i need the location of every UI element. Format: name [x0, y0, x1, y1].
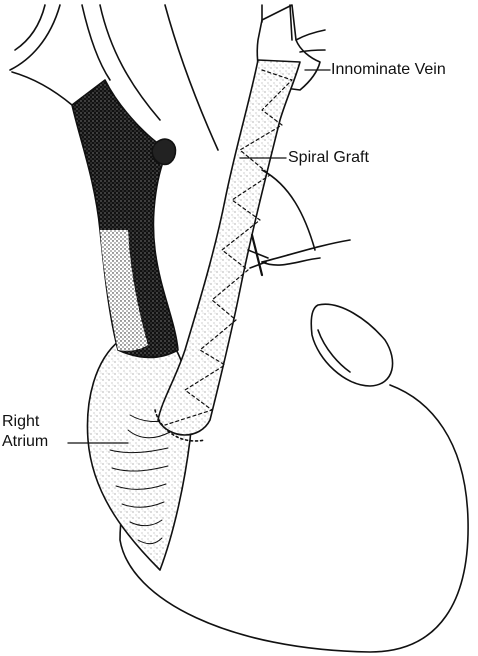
pulmonary-stump — [310, 303, 394, 387]
spiral-graft-tube — [157, 59, 301, 436]
spiral-graft-label: Spiral Graft — [288, 149, 369, 166]
innominate-vein-label: Innominate Vein — [331, 61, 446, 78]
left-vessel-line — [9, 4, 61, 71]
right-atrium-label-line1: Right — [2, 413, 40, 430]
svc-clamp — [151, 138, 177, 166]
svc-upper-right-wall — [81, 4, 111, 81]
spiral-suture-line — [164, 69, 293, 426]
pulmonary-artery-line — [261, 169, 316, 251]
svc-upper-left-wall — [11, 71, 73, 106]
right-atrium-label-line2: Atrium — [2, 433, 49, 450]
